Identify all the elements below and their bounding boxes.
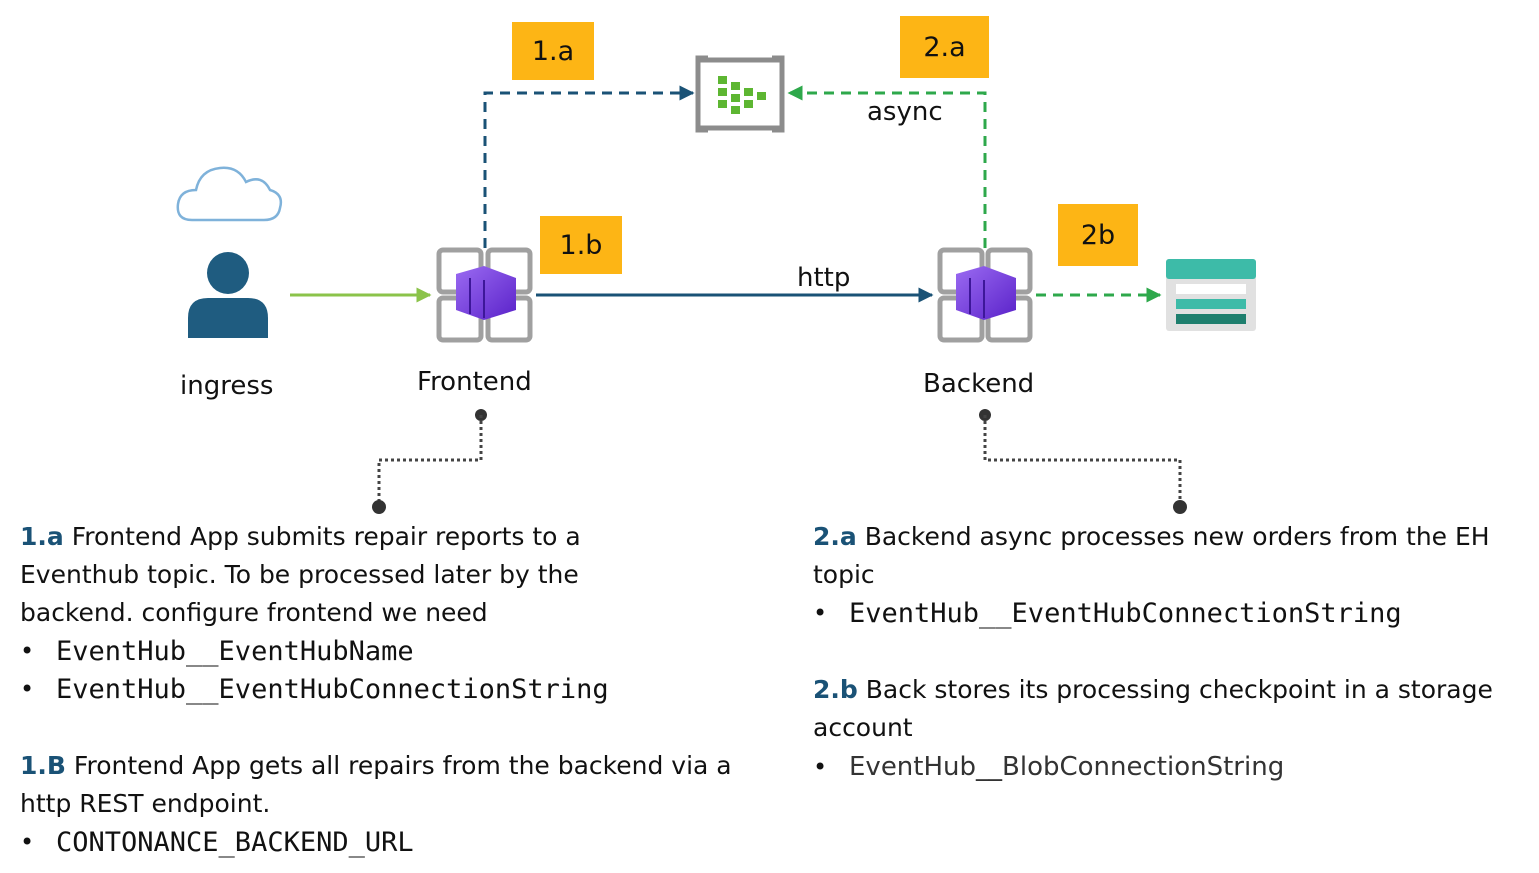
note-1b-bullet-1: • CONTONANCE_BACKEND_URL (20, 823, 414, 861)
bullet-icon: • (20, 637, 35, 665)
note-2a-key: 2.a (813, 522, 857, 551)
http-label: http (797, 263, 851, 293)
frontend-note-connector (372, 409, 487, 514)
async-label: async (867, 97, 943, 127)
note-2a-bullet-1-text: EventHub__EventHubConnectionString (849, 597, 1402, 629)
note-1a-bullet-2-text: EventHub__EventHubConnectionString (56, 673, 609, 705)
note-2b-bullet-1-text: EventHub__BlobConnectionString (849, 752, 1285, 782)
frontend-container-app-icon (436, 247, 533, 343)
note-1b: 1.B Frontend App gets all repairs from t… (20, 747, 740, 823)
backend-note-connector (979, 409, 1187, 514)
bullet-icon: • (813, 753, 828, 781)
note-2b: 2.b Back stores its processing checkpoin… (813, 671, 1503, 747)
note-1a-bullet-2: • EventHub__EventHubConnectionString (20, 670, 609, 708)
bullet-icon: • (813, 599, 828, 627)
user-icon (188, 252, 268, 338)
note-1a: 1.a Frontend App submits repair reports … (20, 518, 660, 632)
note-1a-bullet-1-text: EventHub__EventHubName (56, 635, 414, 667)
note-2b-key: 2.b (813, 675, 858, 704)
note-2b-text: Back stores its processing checkpoint in… (813, 675, 1493, 742)
note-2a-text: Backend async processes new orders from … (813, 522, 1490, 589)
badge-1a: 1.a (512, 22, 594, 80)
note-2a: 2.a Backend async processes new orders f… (813, 518, 1523, 594)
backend-to-eventhub-arrow (787, 85, 987, 248)
note-1b-text: Frontend App gets all repairs from the b… (20, 751, 732, 818)
bullet-icon: • (20, 675, 35, 703)
backend-container-app-icon (937, 247, 1033, 343)
bullet-icon: • (20, 828, 35, 856)
note-1a-key: 1.a (20, 522, 64, 551)
badge-1b: 1.b (540, 216, 622, 274)
event-hub-icon (695, 55, 785, 133)
note-1a-text: Frontend App submits repair reports to a… (20, 522, 581, 627)
note-1a-bullet-1: • EventHub__EventHubName (20, 632, 414, 670)
backend-label: Backend (923, 369, 1035, 399)
storage-account-icon (1166, 259, 1256, 331)
cloud-icon (176, 166, 283, 222)
note-2b-bullet-1: • EventHub__BlobConnectionString (813, 748, 1284, 786)
note-2a-bullet-1: • EventHub__EventHubConnectionString (813, 594, 1402, 632)
frontend-label: Frontend (417, 367, 532, 397)
ingress-label: ingress (180, 371, 274, 401)
note-1b-bullet-1-text: CONTONANCE_BACKEND_URL (56, 826, 414, 858)
badge-2b: 2b (1058, 204, 1138, 266)
badge-2a: 2.a (900, 16, 989, 78)
frontend-to-eventhub-arrow (483, 85, 695, 248)
note-1b-key: 1.B (20, 751, 66, 780)
